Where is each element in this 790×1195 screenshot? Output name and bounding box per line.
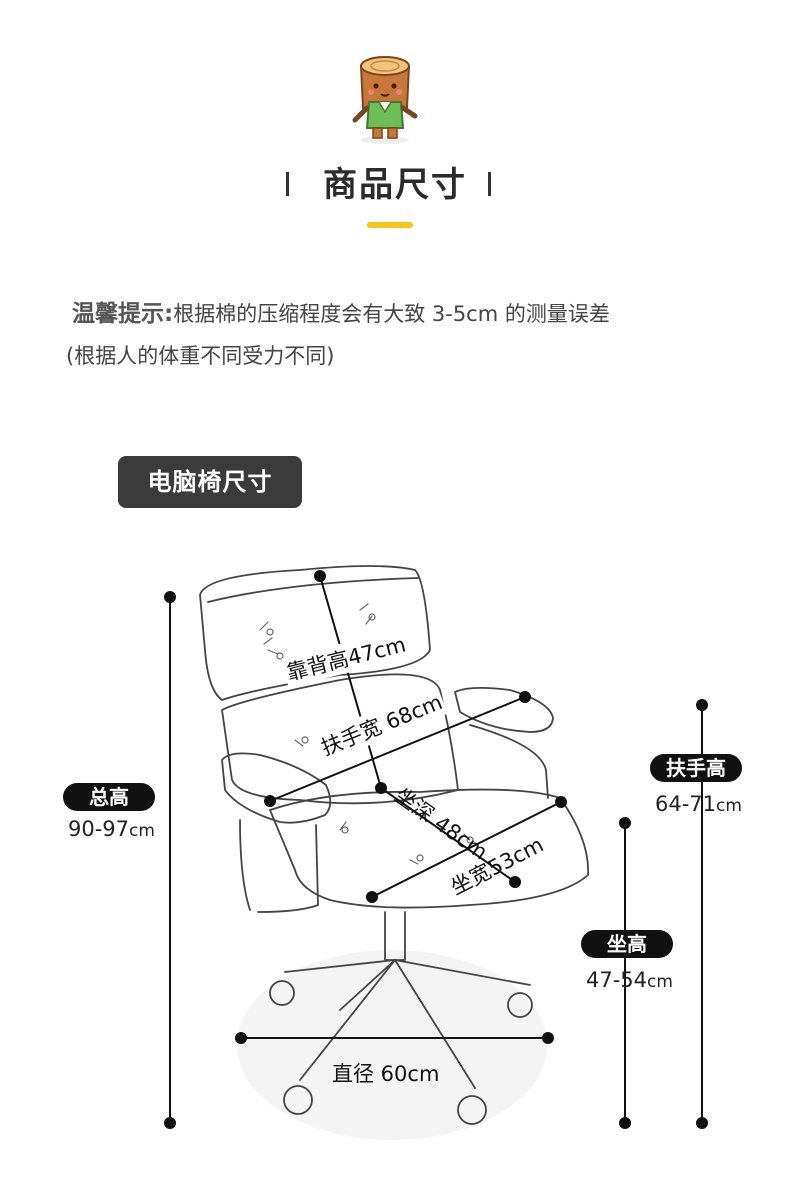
note-label: 温馨提示: (72, 301, 174, 327)
armrest-height-unit: cm (716, 796, 742, 816)
seat-height-badge: 坐高 (581, 930, 673, 958)
title-wrap: 商品尺寸 (0, 160, 790, 210)
base-diameter-label: 直径 60cm (332, 1062, 440, 1086)
armrest-right (454, 687, 554, 733)
tree-stump-mascot-icon (352, 56, 418, 144)
seat-height-unit: cm (647, 972, 673, 992)
seat-height-number: 47-54 (586, 968, 648, 992)
armrest-left (221, 752, 332, 824)
total-height-unit: cm (129, 821, 155, 841)
note-text: 根据棉的压缩程度会有大致 3-5cm 的测量误差 (173, 302, 610, 326)
armrest-height-badge: 扶手高 (650, 754, 742, 782)
title-left-bar (286, 172, 289, 196)
tufts (259, 603, 474, 865)
page-title: 商品尺寸 (323, 165, 467, 205)
total-height-value: 90-97cm (68, 817, 155, 841)
seat (269, 788, 589, 909)
title-underline (367, 222, 413, 228)
total-height-number: 90-97 (68, 817, 130, 841)
base-shadow (237, 950, 547, 1140)
section-title: 电脑椅尺寸 (118, 456, 302, 508)
note-line-1: 温馨提示:根据棉的压缩程度会有大致 3-5cm 的测量误差 (72, 294, 610, 328)
chair-diagram (164, 565, 708, 1140)
title-right-bar (488, 172, 491, 196)
backrest-top (199, 565, 431, 701)
star-base (284, 959, 531, 1089)
note-line-2: (根据人的体重不同受力不同) (66, 344, 335, 368)
armrest-height-number: 64-71 (655, 792, 717, 816)
backrest-bottom (221, 673, 459, 805)
armrest-height-value: 64-71cm (655, 792, 742, 816)
total-height-badge: 总高 (63, 783, 155, 811)
seat-height-value: 47-54cm (586, 968, 673, 992)
